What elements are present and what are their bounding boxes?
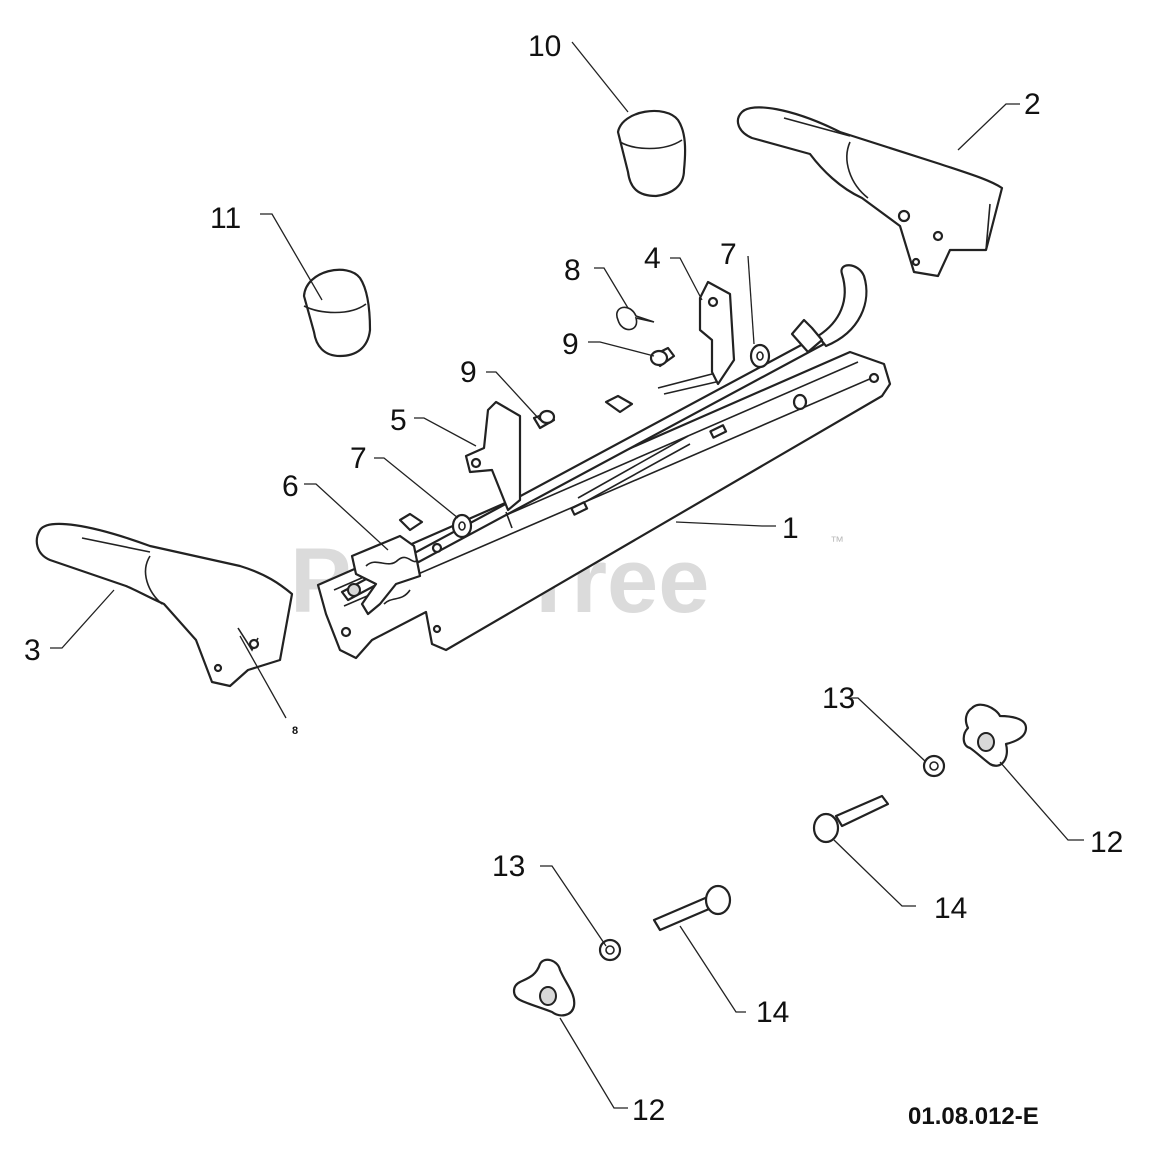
part-14-bolt-right[interactable] [812, 794, 890, 844]
part-6-spring-bracket[interactable] [350, 534, 443, 616]
callout-12-right: 12 [1090, 826, 1123, 859]
callout-1: 1 [782, 512, 799, 545]
part-13-washer-right[interactable] [922, 754, 946, 778]
part-9-bolt-upper[interactable] [649, 346, 676, 368]
callout-6: 6 [282, 470, 299, 503]
callout-8-small: 8 [292, 725, 298, 737]
part-10-knob[interactable] [616, 109, 687, 198]
callout-13-lower: 13 [492, 850, 525, 883]
callout-2: 2 [1024, 88, 1041, 121]
callout-7-lower: 7 [350, 442, 367, 475]
part-12-star-knob-right[interactable] [962, 703, 1028, 767]
part-14-bolt-left[interactable] [652, 884, 732, 932]
part-3-handle-left[interactable] [35, 522, 294, 688]
callout-13-upper: 13 [822, 682, 855, 715]
leader-lines [50, 41, 1084, 1109]
part-9-bolt-lower[interactable] [532, 409, 556, 430]
callout-4: 4 [644, 242, 661, 275]
callout-11: 11 [210, 202, 241, 235]
part-11-knob[interactable] [302, 268, 372, 358]
part-8-hairpin-clip[interactable] [616, 306, 655, 331]
callout-5: 5 [390, 404, 407, 437]
callout-7-upper: 7 [720, 238, 737, 271]
callout-3: 3 [24, 634, 41, 667]
part-7-spacer-right[interactable] [749, 343, 771, 369]
callout-8-upper: 8 [564, 254, 581, 287]
part-12-star-knob-left[interactable] [512, 958, 576, 1017]
part-2-handle-right[interactable] [736, 106, 1004, 278]
part-7-spacer-left[interactable] [451, 513, 473, 539]
part-5-lever-bracket[interactable] [464, 400, 522, 529]
part-13-washer-left[interactable] [598, 938, 622, 962]
callout-14-lower: 14 [756, 996, 789, 1029]
watermark-trademark: ™ [830, 533, 844, 549]
callout-14-upper: 14 [934, 892, 967, 925]
part-shaft-brackets [398, 318, 824, 532]
callout-10: 10 [528, 30, 561, 63]
callout-12-left: 12 [632, 1094, 665, 1127]
diagram-reference-number: 01.08.012-E [908, 1103, 1039, 1130]
part-4-lever-bracket[interactable] [657, 280, 736, 395]
callout-9-lower: 9 [460, 356, 477, 389]
callout-9-upper: 9 [562, 328, 579, 361]
